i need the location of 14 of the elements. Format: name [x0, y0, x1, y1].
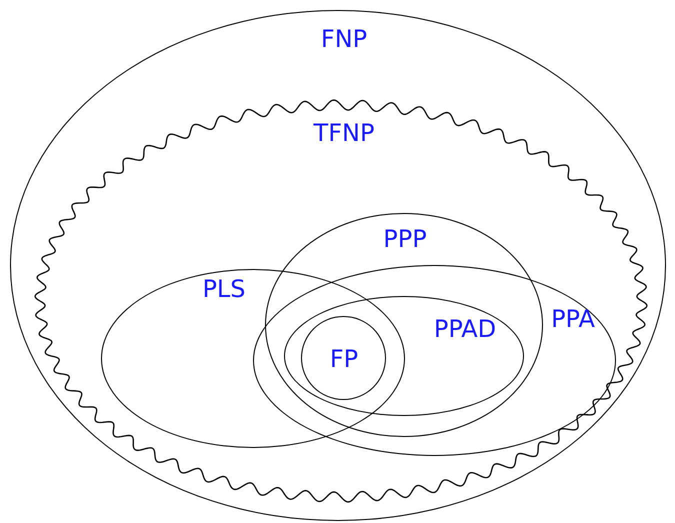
set-ellipse	[301, 316, 386, 400]
set-ellipse	[284, 296, 524, 416]
class-label: FNP	[320, 27, 368, 51]
class-label: TFNP	[314, 121, 374, 145]
class-label: PPP	[383, 227, 427, 251]
set-ellipse	[265, 213, 543, 437]
class-label: PLS	[202, 277, 246, 301]
set-ellipse	[101, 269, 405, 448]
set-ellipse	[10, 10, 666, 521]
class-label: FP	[330, 347, 358, 371]
set-ellipse	[253, 265, 616, 456]
class-label: PPAD	[434, 317, 496, 341]
wavy-set-outline	[34, 99, 648, 503]
class-label: PPA	[551, 307, 595, 331]
